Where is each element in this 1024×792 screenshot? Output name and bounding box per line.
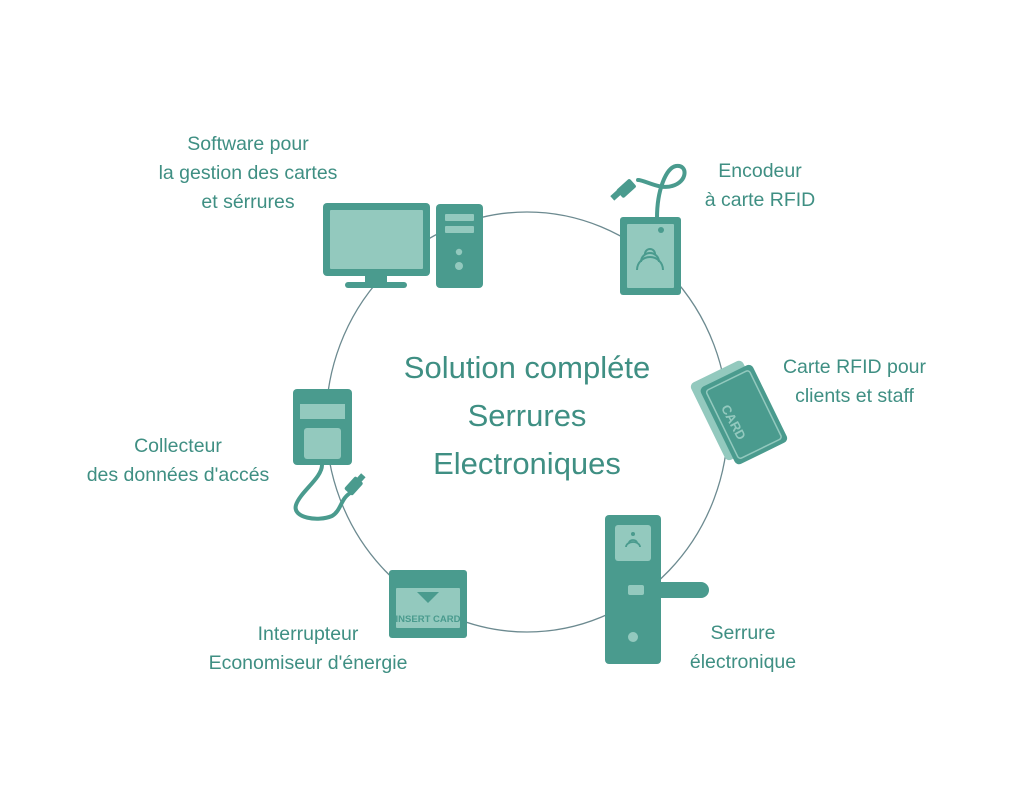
label-software-line-2: la gestion des cartes [158,162,338,184]
insert-card-label: INSERT CARD [396,614,461,625]
label-rfid-cards-line-1: Carte RFID pour [782,356,927,378]
label-software-line-3: et sérrures [201,191,295,213]
rfid-cards-icon: CARD [690,360,788,465]
center-title: Solution compléte Serrures Electroniques [327,344,727,488]
label-switch: Interrupteur Economiseur d'énergie [168,620,448,678]
center-title-line-1: Solution compléte [403,350,651,385]
label-collector-line-2: des données d'accés [86,464,270,486]
label-collector: Collecteur des données d'accés [48,432,308,490]
label-software-line-1: Software pour [187,133,309,155]
label-rfid-cards: Carte RFID pour clients et staff [752,353,957,411]
label-software: Software pour la gestion des cartes et s… [118,130,378,217]
label-switch-line-1: Interrupteur [257,623,359,645]
label-collector-line-1: Collecteur [134,435,222,457]
label-encoder: Encodeur à carte RFID [675,157,845,215]
electronic-lock-icon [605,515,709,664]
label-rfid-cards-line-2: clients et staff [795,385,914,407]
label-lock-line-2: électronique [689,651,797,673]
label-encoder-line-1: Encodeur [718,160,802,182]
rfid-encoder-icon [610,163,687,295]
label-lock: Serrure électronique [663,619,823,677]
label-lock-line-1: Serrure [710,622,776,644]
computer-icon [323,203,483,288]
energy-saver-switch-icon: INSERT CARD [389,570,467,638]
center-title-line-3: Electroniques [433,446,621,481]
label-switch-line-2: Economiseur d'énergie [208,652,408,674]
data-collector-icon [293,389,366,521]
center-title-line-2: Serrures [467,398,587,433]
label-encoder-line-2: à carte RFID [704,189,816,211]
